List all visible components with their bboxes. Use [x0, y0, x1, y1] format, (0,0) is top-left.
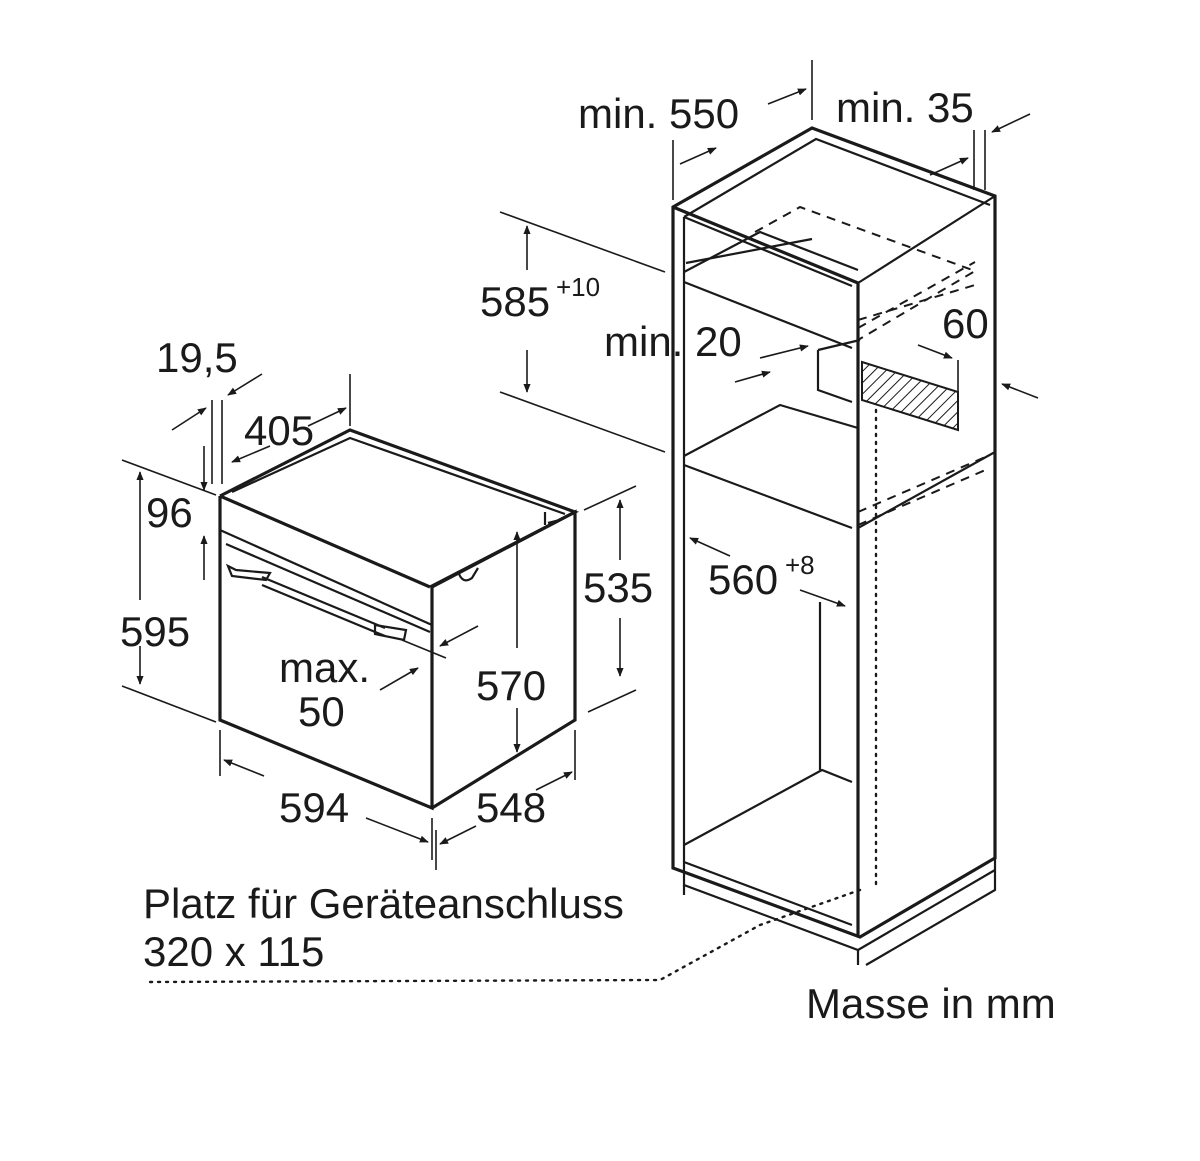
handle-protrusion-label-2: 50	[298, 688, 345, 735]
front-thickness-label: 19,5	[156, 334, 238, 381]
total-height-label: 595	[120, 608, 190, 655]
units-note: Masse in mm	[806, 980, 1056, 1027]
body-height-label: 535	[583, 564, 653, 611]
vent-depth-label: min. 20	[604, 318, 742, 365]
cabinet-depth-label: min. 550	[578, 90, 739, 137]
connection-note-line2: 320 x 115	[143, 928, 324, 975]
connection-note-line1: Platz für Geräteanschluss	[143, 880, 624, 927]
tall-cabinet	[148, 126, 997, 984]
handle-protrusion-label-1: max.	[279, 644, 370, 691]
top-depth-label: 405	[244, 407, 314, 454]
rear-gap-label: min. 35	[836, 84, 974, 131]
panel-height-label: 96	[146, 489, 193, 536]
vent-height-label: 60	[942, 300, 989, 347]
niche-height-label: 585	[480, 278, 550, 325]
oven-unit	[218, 428, 579, 811]
niche-width-label: 560	[708, 556, 778, 603]
total-width-label: 594	[279, 784, 349, 831]
niche-height-tolerance: +10	[556, 272, 600, 302]
niche-width-tolerance: +8	[785, 550, 815, 580]
cabinet-dimensions	[499, 60, 1039, 607]
body-depth-label: 548	[476, 784, 546, 831]
inner-height-label: 570	[476, 662, 546, 709]
oven-dimensions	[121, 373, 637, 870]
